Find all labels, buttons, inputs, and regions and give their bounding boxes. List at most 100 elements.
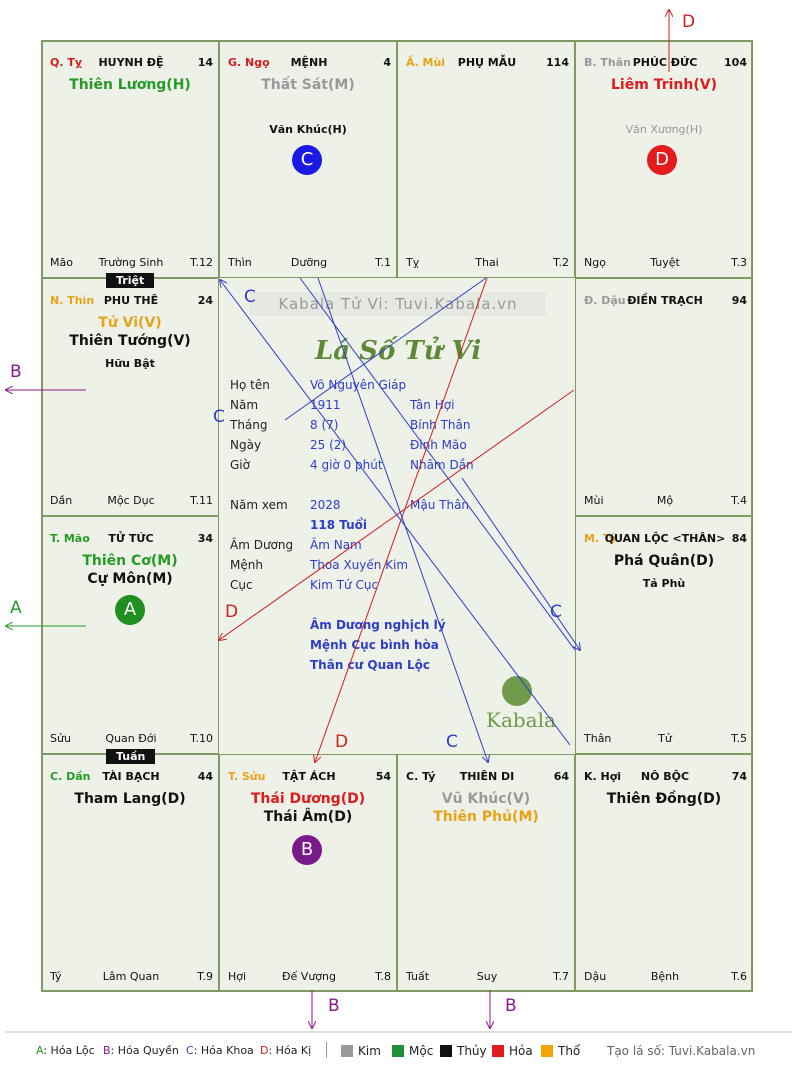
palace-name: PHÚC ĐỨC xyxy=(632,56,698,69)
palace-zodiac: N. Thìn xyxy=(50,294,95,307)
legend-element: Kim xyxy=(341,1044,381,1058)
main-star: Thiên Tướng(V) xyxy=(69,333,191,349)
kabala-logo-text: Kabala xyxy=(486,708,556,732)
legend-element: Thủy xyxy=(440,1044,487,1058)
palace-zodiac: Ấ. Mùi xyxy=(406,56,446,69)
info-age: 118 Tuổi xyxy=(310,518,367,532)
main-star: Liêm Trinh(V) xyxy=(611,77,717,93)
arrow-c-2 xyxy=(461,477,580,650)
arrow-label-b-left: B xyxy=(10,362,22,382)
cell-branch: Thân xyxy=(584,732,612,745)
palace-name: PHU THÊ xyxy=(103,294,159,307)
main-star: Thái Dương(D) xyxy=(250,791,366,807)
arrow-label-b-bottom2: B xyxy=(505,996,517,1016)
palace-zodiac: Đ. Dậu xyxy=(584,294,626,307)
legend-hoa: A: Hóa Lộc xyxy=(36,1044,95,1057)
palace-zodiac: T. Mão xyxy=(50,532,90,545)
minor-star: Văn Khúc(H) xyxy=(269,123,347,136)
cell-stage: Đế Vượng xyxy=(282,970,336,983)
palace-number: 94 xyxy=(731,294,747,307)
element-swatch xyxy=(392,1045,404,1057)
cell-stage: Thai xyxy=(475,256,499,269)
cell-time: T.7 xyxy=(553,970,569,983)
legend-credit: Tạo lá số: Tuvi.Kabala.vn xyxy=(607,1044,756,1058)
cell-branch: Hợi xyxy=(228,970,247,983)
hoa-khoa-badge: C xyxy=(292,145,322,175)
main-star: Cự Môn(M) xyxy=(87,571,173,587)
main-star: Thiên Lương(H) xyxy=(69,77,191,93)
arrow-c-5 xyxy=(284,277,487,421)
main-star: Thái Âm(D) xyxy=(263,809,353,825)
cell-branch: Sửu xyxy=(50,732,71,745)
legend-hoa: B: Hóa Quyền xyxy=(103,1044,179,1057)
cell-time: T.4 xyxy=(731,494,747,507)
kabala-logo-icon xyxy=(502,676,532,706)
main-star: Tham Lang(D) xyxy=(74,791,186,807)
palace-zodiac: M. Tý xyxy=(584,532,617,545)
cell-branch: Tuất xyxy=(406,970,430,983)
element-swatch xyxy=(440,1045,452,1057)
cell-stage: Quan Đới xyxy=(105,732,157,745)
arrow-label-a-left: A xyxy=(10,598,22,618)
palace-zodiac: K. Hợi xyxy=(584,770,622,783)
cell-stage: Bệnh xyxy=(650,970,680,983)
legend-element: Hỏa xyxy=(492,1044,533,1058)
palace-number: 14 xyxy=(197,56,213,69)
hoa-quyen-badge: B xyxy=(292,835,322,865)
cell-branch: Mùi xyxy=(584,494,604,507)
legend-element: Mộc xyxy=(392,1044,433,1058)
minor-star: Hữu Bật xyxy=(105,357,155,370)
main-star: Tử Vi(V) xyxy=(98,315,162,331)
info-value: 2028 xyxy=(310,498,341,512)
cell-time: T.6 xyxy=(731,970,747,983)
arrow-label-c-1: C xyxy=(244,287,256,307)
palace-number: 64 xyxy=(553,770,569,783)
arrow-label-d-2: D xyxy=(335,732,349,752)
arrow-label-c-4: C xyxy=(446,732,458,752)
cell-branch: Mão xyxy=(50,256,73,269)
info-label: Tháng xyxy=(230,418,268,432)
legend-hoa: D: Hóa Kị xyxy=(260,1044,312,1057)
palace-name: HUYNH ĐỆ xyxy=(98,56,164,69)
cell-time: T.12 xyxy=(190,256,213,269)
cell-stage: Tuyệt xyxy=(650,256,680,269)
watermark: Kabala Tử Vi: Tuvi.Kabala.vn xyxy=(250,292,546,316)
info-value: 4 giờ 0 phút xyxy=(310,458,383,472)
info-label: Cục xyxy=(230,578,253,592)
palace-name: THIÊN DI xyxy=(459,770,515,783)
info-note: Âm Dương nghịch lý xyxy=(310,618,446,632)
arrow-label-c-2: C xyxy=(213,407,225,427)
element-swatch xyxy=(341,1045,353,1057)
palace-number: 74 xyxy=(731,770,747,783)
cell-stage: Lâm Quan xyxy=(102,970,160,983)
palace-zodiac: C. Tý xyxy=(406,770,436,783)
info-label: Ngày xyxy=(230,438,262,452)
palace-name: PHỤ MẪU xyxy=(457,56,517,69)
hoa-loc-badge: A xyxy=(115,595,145,625)
cell-branch: Dần xyxy=(50,494,73,507)
palace-number: 84 xyxy=(731,532,747,545)
palace-name: QUAN LỘC <THÂN> xyxy=(604,532,726,545)
palace-name: TÀI BẠCH xyxy=(102,770,160,783)
cell-stage: Mộc Dục xyxy=(107,494,155,507)
cell-time: T.9 xyxy=(197,970,213,983)
info-label: Giờ xyxy=(230,458,250,472)
palace-number: 104 xyxy=(724,56,747,69)
info-value: 1911 xyxy=(310,398,341,412)
cell-time: T.3 xyxy=(731,256,747,269)
info-canchi: Bính Thân xyxy=(410,418,471,432)
cell-time: T.1 xyxy=(375,256,391,269)
triet-marker: Triệt xyxy=(106,273,155,288)
info-label: Năm xem xyxy=(230,498,288,512)
main-star: Thất Sát(M) xyxy=(261,77,355,93)
cell-branch: Thìn xyxy=(228,256,252,269)
palace-name: TỬ TỨC xyxy=(108,532,154,545)
